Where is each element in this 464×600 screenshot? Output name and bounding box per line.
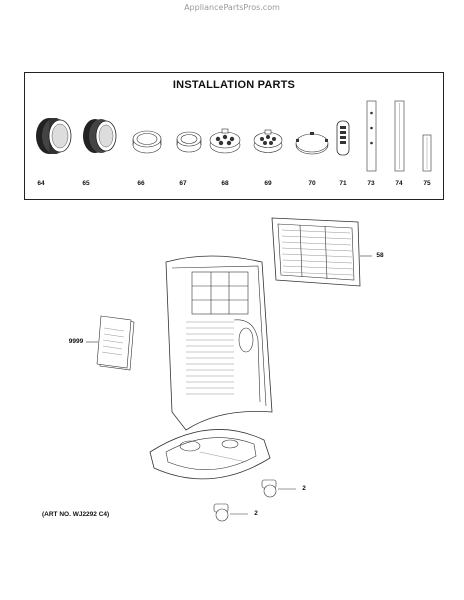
part-67-label: 67 (179, 180, 187, 187)
caster-upper-label: 2 (302, 485, 306, 492)
part-69-vent-cap (253, 129, 283, 153)
site-watermark: AppliancePartsPros.com (184, 3, 280, 12)
caster-wheel-upper (261, 479, 296, 498)
installation-parts-drawing (36, 100, 432, 172)
part-66-label: 66 (137, 180, 145, 187)
cabinet-rear-housing (165, 255, 273, 431)
part-73-label: 73 (367, 180, 375, 187)
part-64-exhaust-hose (36, 118, 72, 154)
part-58-rear-grille (271, 217, 372, 287)
part-9999-owners-manual (86, 315, 135, 371)
part-74-label: 74 (395, 180, 403, 187)
part-70-label: 70 (308, 180, 316, 187)
part-58-label: 58 (376, 252, 384, 259)
part-71-remote-control (336, 120, 350, 156)
art-number: (ART NO. WJ2292 C4) (42, 511, 110, 518)
part-69-label: 69 (264, 180, 272, 187)
part-66-hose-adapter (132, 130, 162, 154)
part-68-vent-cap (209, 128, 241, 154)
part-70-cover-plate (295, 132, 329, 155)
installation-parts-panel: INSTALLATION PARTS (24, 72, 444, 200)
part-73-window-slider (366, 100, 377, 172)
part-65-exhaust-hose (83, 119, 117, 153)
part-74-window-slider (394, 100, 405, 172)
part-9999-label: 9999 (68, 338, 84, 345)
part-75-label: 75 (423, 180, 431, 187)
part-65-label: 65 (82, 180, 90, 187)
part-67-window-adapter (176, 131, 202, 153)
caster-wheel-lower (213, 503, 248, 522)
part-75-slider-extension (422, 134, 432, 172)
cabinet-base-pan (149, 429, 271, 480)
caster-lower-label: 2 (254, 510, 258, 517)
part-64-label: 64 (37, 180, 45, 187)
part-71-label: 71 (339, 180, 347, 187)
installation-parts-title: INSTALLATION PARTS (172, 79, 296, 91)
part-68-label: 68 (221, 180, 229, 187)
